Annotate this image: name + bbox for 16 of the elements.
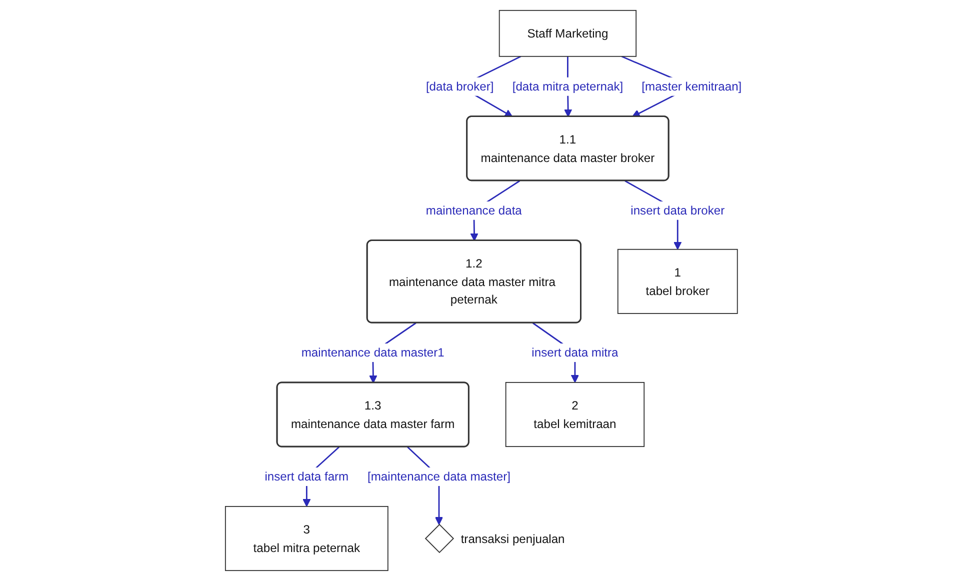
edge-label: maintenance data master1: [302, 345, 445, 360]
edge-label: [master kemitraan]: [642, 79, 742, 94]
edge-label: [data broker]: [426, 79, 494, 94]
node-box: [618, 248, 738, 314]
connector-caption: transaksi penjualan: [461, 532, 566, 546]
edge-label: [maintenance data master]: [368, 469, 511, 484]
node-box: [506, 382, 646, 447]
edge-label: [data mitra peternak]: [512, 79, 624, 94]
edge-label: insert data broker: [631, 203, 726, 218]
node-diamond: [425, 524, 454, 554]
node-box: [499, 10, 637, 57]
flowchart-drawing: [data broker] [data mitra peternak] [master kemitraan] maintenance data insert data broker maintenance data master1 insert data mitra insert data farm [maintenance data master] Staff Marketing 1.1 maintenance data master broker 1.2 maintenance data master mitra peternak 1.3 maintenance data master farm 1 tabel broker 2 tabel kemitraan 3 tabel mitra peternak transaksi penjualan: [218, 3, 750, 578]
edge-label: insert data mitra: [532, 345, 619, 360]
node-box: [225, 506, 389, 572]
edge-label: maintenance data: [426, 203, 522, 218]
edge-label: insert data farm: [265, 469, 350, 484]
